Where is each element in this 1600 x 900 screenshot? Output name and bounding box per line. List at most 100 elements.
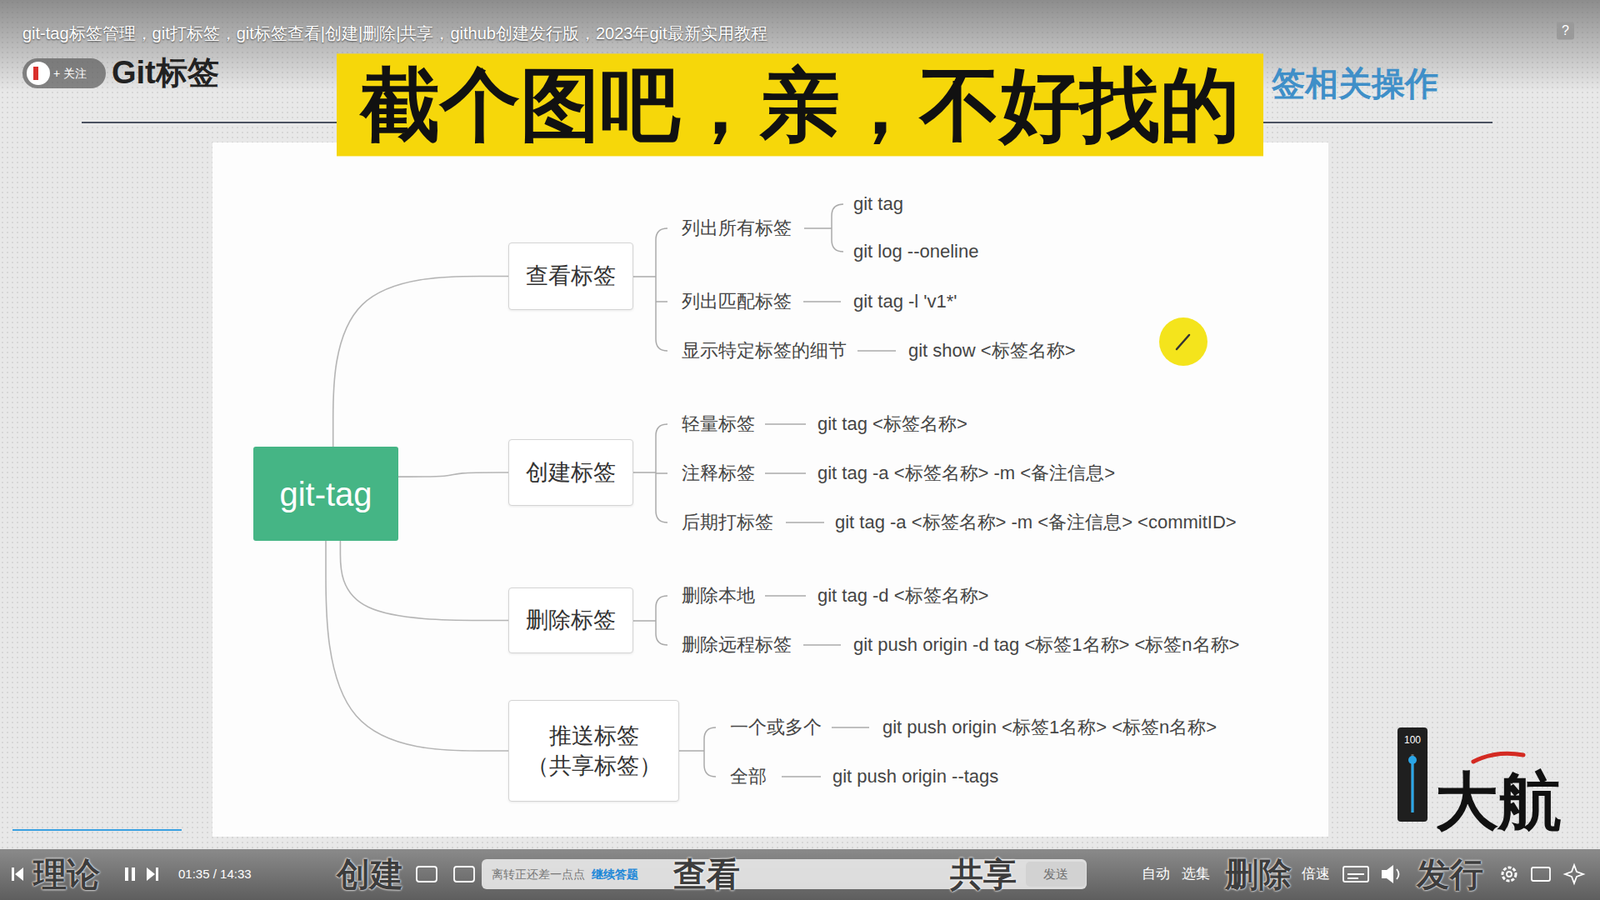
chapter-label: 理论 (33, 854, 100, 895)
chapter-label: 删除 (1225, 854, 1292, 895)
node-text: git-tag (279, 471, 372, 517)
dash-line (785, 521, 825, 524)
bracket (831, 204, 844, 252)
chapter-label: 创建 (336, 854, 404, 895)
branch-node: 查看标签 (508, 242, 634, 310)
next-icon (155, 867, 159, 881)
bracket-stem (677, 750, 705, 752)
extra-icon (1565, 865, 1584, 884)
pause-icon (131, 867, 135, 881)
follow-pill (22, 58, 106, 89)
volume-level (1411, 760, 1415, 813)
command-text: git push origin -d tag <标签1名称> <标签n名称> (853, 634, 1240, 656)
speaker-icon (1381, 865, 1394, 884)
branch-label: 注释标签 (681, 462, 755, 485)
bracket (655, 424, 668, 523)
gear-icon (1502, 867, 1516, 881)
player-control: 自动 (1141, 865, 1170, 883)
avatar-mark (33, 66, 39, 80)
command-text: git tag <标签名称> (817, 413, 968, 435)
subtitle-icon (1347, 874, 1365, 879)
dash-line (804, 227, 832, 230)
bracket (655, 228, 668, 351)
bracket-stem (633, 620, 656, 622)
branch-connector (325, 540, 509, 751)
node-text: 推送标签 （共享标签） (524, 720, 664, 782)
root-node: git-tag (253, 446, 399, 541)
branch-node: 创建标签 (508, 439, 634, 506)
branch-label: 显示特定标签的细节 (681, 340, 847, 362)
command-text: git push origin <标签1名称> <标签n名称> (882, 716, 1217, 739)
danmaku-settings-icon (454, 866, 475, 882)
branch-label: 一个或多个 (730, 716, 822, 739)
send-button (1025, 861, 1086, 887)
player-control: 倍速 (1301, 865, 1330, 883)
player-control: 选集 (1181, 865, 1210, 883)
slide-panel (212, 142, 1329, 837)
command-text: git push origin --tags (832, 765, 999, 788)
dash-line (765, 595, 806, 597)
bracket-tick (655, 300, 668, 303)
gear-icon (1506, 871, 1512, 877)
command-text: git tag -l 'v1*' (853, 290, 958, 313)
branch-label: 轻量标签 (681, 413, 755, 435)
send-text: 发送 (1043, 866, 1069, 882)
branch-label: 列出所有标签 (681, 217, 792, 240)
volume-value: 100 (1404, 734, 1421, 746)
player-bar (0, 849, 1600, 900)
command-text: git tag -a <标签名称> -m <备注信息> (817, 462, 1115, 485)
prev-icon (11, 867, 15, 881)
dash-line (857, 350, 896, 352)
pointer-highlight (1159, 317, 1208, 366)
bracket-stem (633, 275, 656, 278)
node-text: 创建标签 (525, 457, 616, 488)
dash-line (831, 726, 870, 729)
volume-thumb (1408, 755, 1417, 765)
prev-icon (15, 867, 24, 881)
dash-line (765, 472, 806, 475)
bracket (704, 727, 716, 777)
bracket-lines (633, 204, 896, 777)
pen-icon (1176, 335, 1190, 350)
branch-label: 后期打标签 (681, 511, 774, 534)
dash-line (803, 644, 841, 646)
danmaku-icon (416, 866, 437, 882)
chapter-label: 查看 (673, 854, 740, 895)
follow-button: + 关注 (53, 66, 87, 81)
input-placeholder: 离转正还差一点点 (491, 867, 585, 882)
progress-line (12, 829, 182, 831)
branch-label: 全部 (730, 765, 767, 788)
dash-line (781, 775, 821, 778)
subtitle-icon (1343, 866, 1369, 882)
watermark-stroke (1473, 753, 1524, 762)
speaker-wave (1396, 869, 1400, 880)
bracket-tick (655, 472, 668, 475)
branch-label: 删除本地 (681, 585, 755, 607)
next-icon (146, 867, 155, 881)
chapter-label: 发行 (1416, 854, 1484, 895)
bracket (655, 595, 668, 645)
command-text: git log --oneline (853, 240, 979, 263)
branch-label: 删除远程标签 (681, 634, 792, 656)
command-text: git show <标签名称> (908, 340, 1076, 362)
branch-label: 列出匹配标签 (681, 290, 792, 313)
avatar (26, 61, 50, 85)
slide-heading: Git标签 (111, 54, 220, 93)
time-display: 01:35 / 14:33 (178, 866, 252, 882)
command-text: git tag -a <标签名称> -m <备注信息> <commitID> (835, 511, 1237, 534)
dash-line (765, 423, 806, 425)
slide-heading: 签相关操作 (1271, 63, 1439, 104)
input-link: 继续答题 (591, 867, 639, 882)
branch-node: 推送标签 （共享标签） (508, 700, 680, 802)
dash-line (803, 300, 841, 303)
watermark: 大航 (1435, 763, 1562, 840)
node-text: 查看标签 (525, 260, 616, 291)
video-title: git-tag标签管理，git打标签，git标签查看|创建|删除|共享，gith… (22, 23, 768, 44)
volume-popup (1397, 727, 1428, 822)
fullscreen-icon (1531, 867, 1550, 881)
command-text: git tag (853, 193, 904, 215)
help-icon: ? (1556, 21, 1575, 40)
pause-icon (125, 867, 129, 881)
chapter-label: 共享 (950, 854, 1017, 895)
